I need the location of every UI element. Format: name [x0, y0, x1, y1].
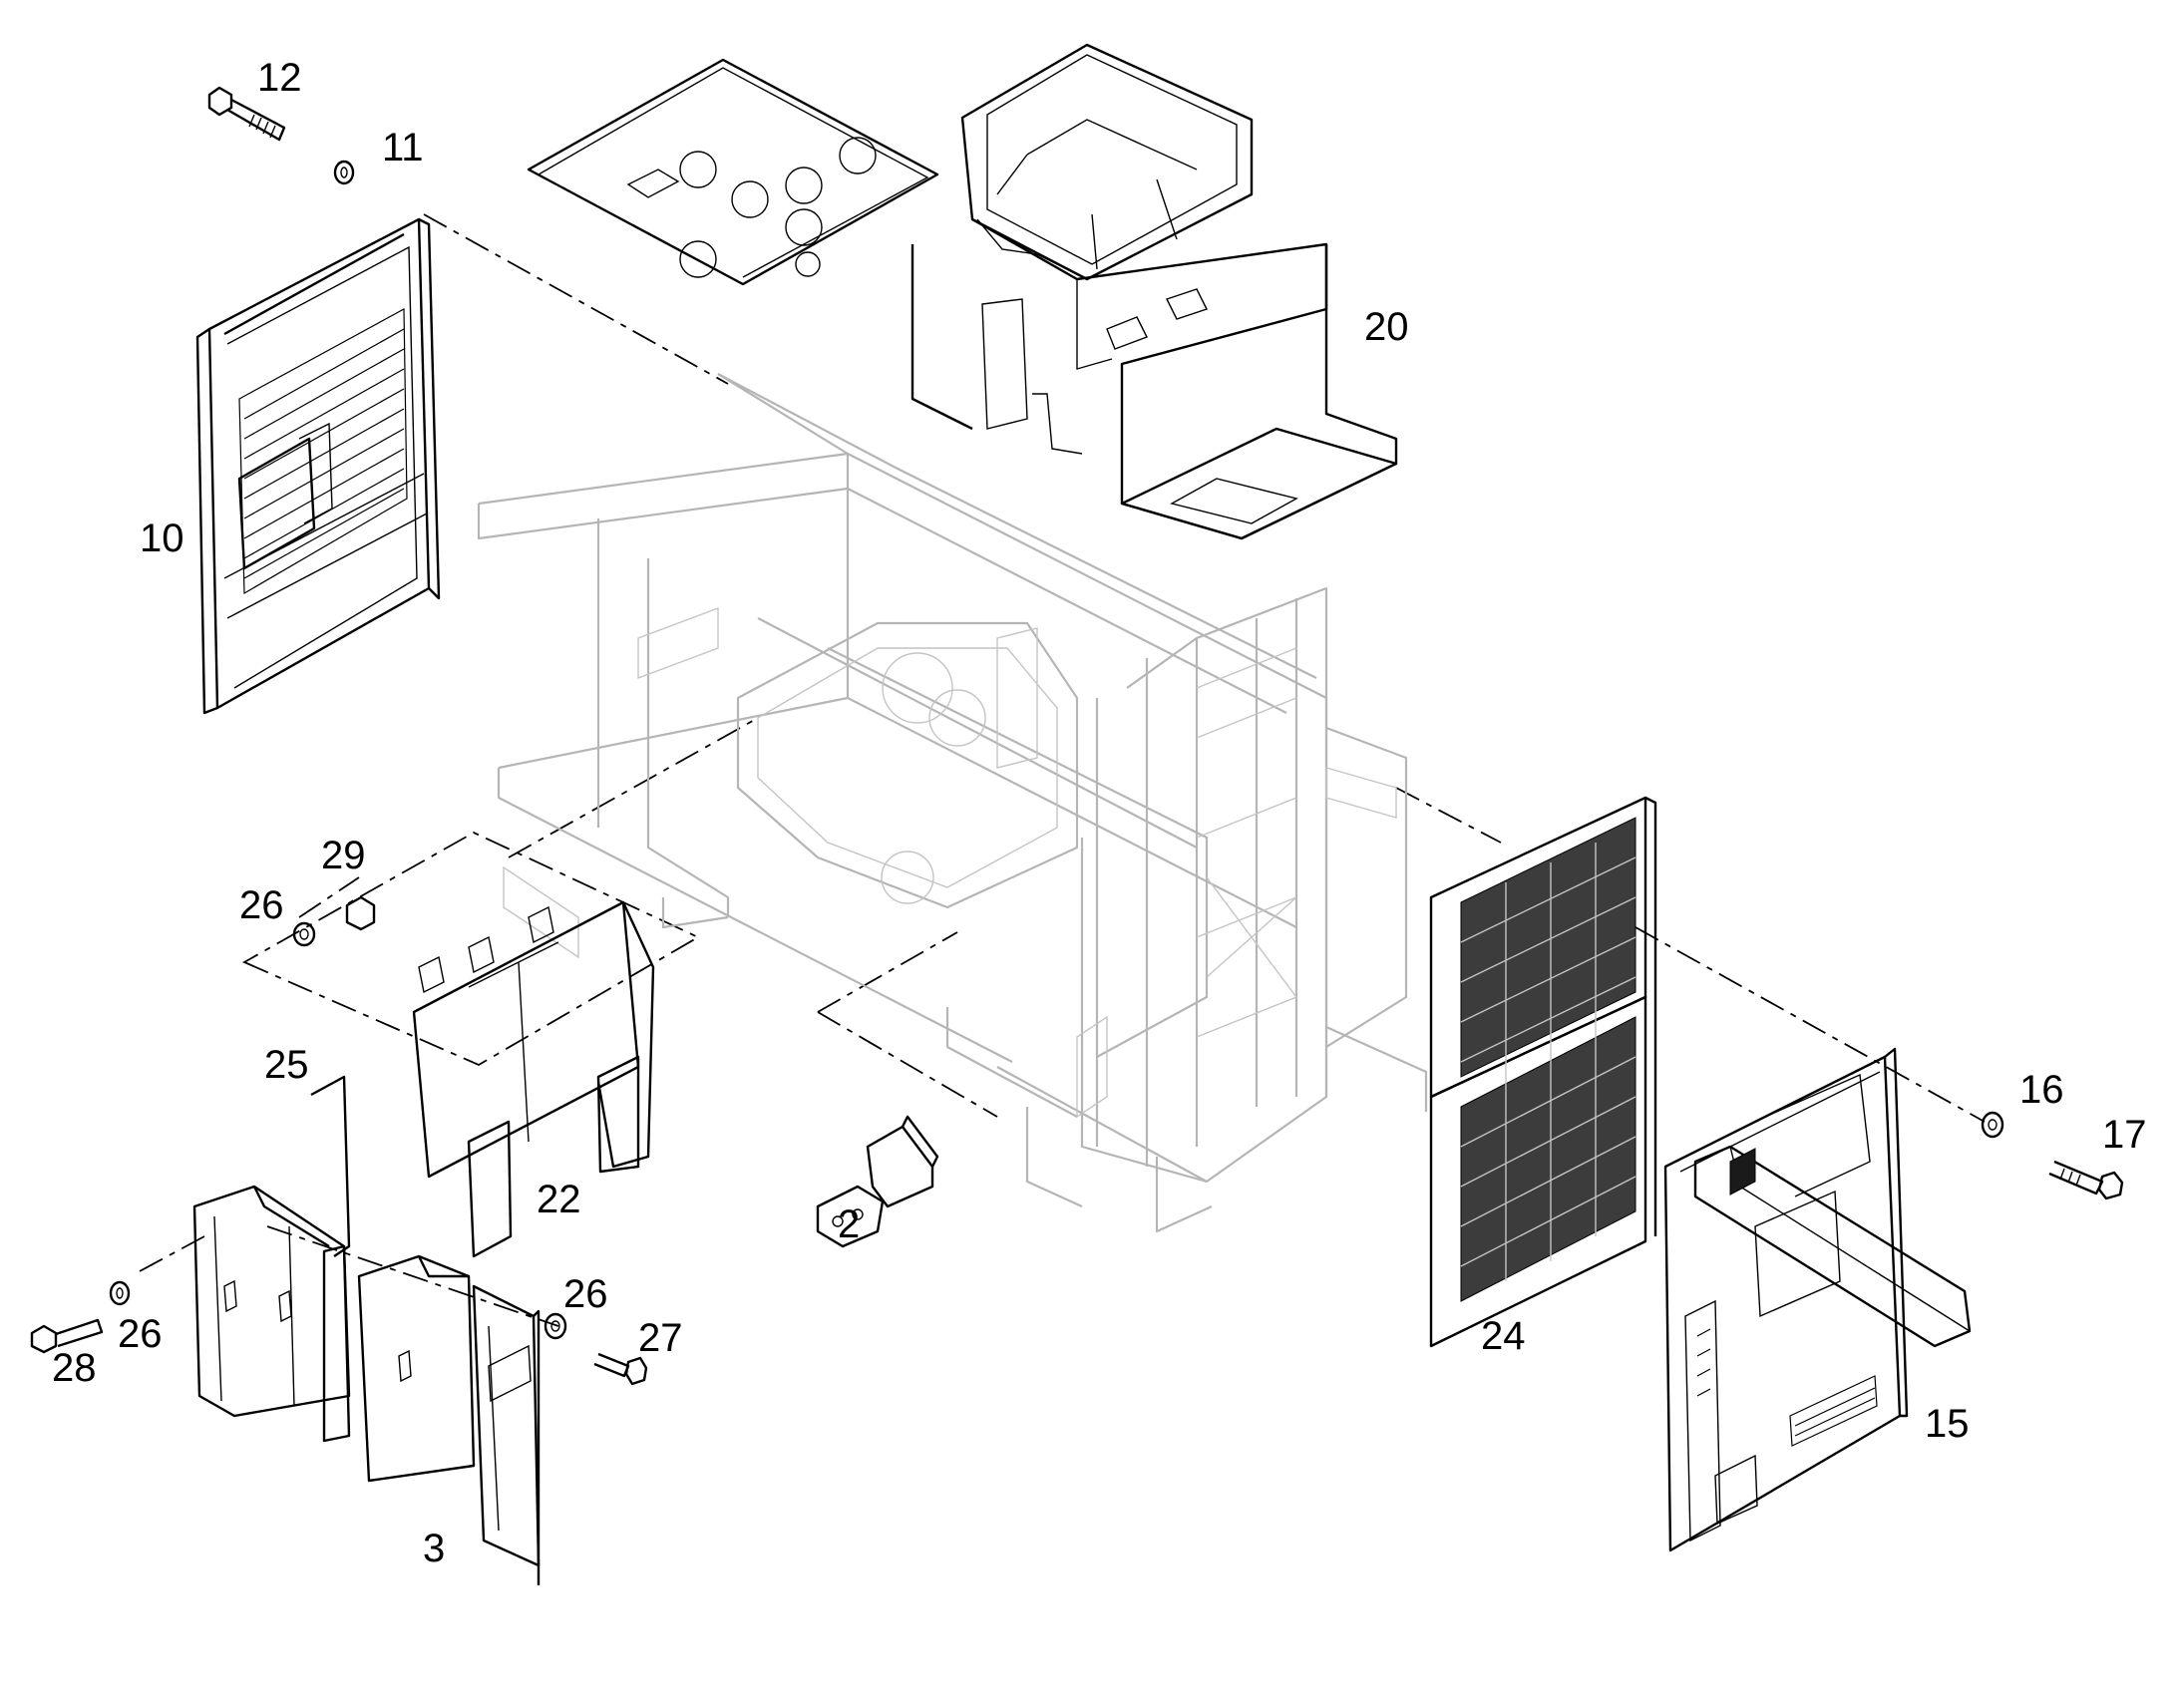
washer-26-upper [292, 921, 316, 947]
leader-lines [139, 213, 1986, 1327]
bracket-2 [816, 1115, 939, 1248]
callout-26-lower-right: 26 [563, 1272, 608, 1316]
callout-15: 15 [1925, 1402, 1970, 1446]
callout-22: 22 [537, 1178, 581, 1221]
callout-3: 3 [423, 1527, 446, 1570]
bolt-12 [207, 86, 286, 142]
right-door-panel [1663, 1047, 1972, 1552]
callout-26-lower-left: 26 [118, 1312, 163, 1356]
callout-25: 25 [264, 1043, 309, 1087]
callout-16: 16 [2019, 1068, 2064, 1112]
lower-enclosure [192, 1185, 541, 1585]
washer-26-lower-left [109, 1280, 131, 1306]
callout-29: 29 [321, 834, 366, 877]
bolt-27 [593, 1352, 648, 1386]
nut-29 [345, 895, 376, 931]
callout-24: 24 [1481, 1314, 1526, 1358]
callout-28: 28 [52, 1346, 97, 1390]
right-grille-panel [1429, 796, 1657, 1348]
callout-27: 27 [638, 1316, 683, 1360]
callout-17: 17 [2102, 1113, 2147, 1157]
callout-10: 10 [140, 516, 184, 560]
washer-16 [1981, 1111, 2004, 1139]
washer-26-lower-right [544, 1312, 567, 1340]
canopy-assembly [527, 43, 1398, 540]
washer-11 [333, 160, 355, 185]
left-door-panel [195, 217, 441, 715]
bolt-28 [30, 1318, 104, 1354]
main-frame-assembly [477, 373, 1428, 1233]
bolt-17 [2048, 1160, 2124, 1200]
callout-20: 20 [1364, 305, 1409, 349]
callout-12: 12 [257, 56, 302, 100]
callout-2: 2 [838, 1202, 861, 1246]
side-plate-assembly [310, 900, 655, 1258]
callout-26-upper: 26 [239, 883, 284, 927]
callout-11: 11 [382, 126, 424, 170]
